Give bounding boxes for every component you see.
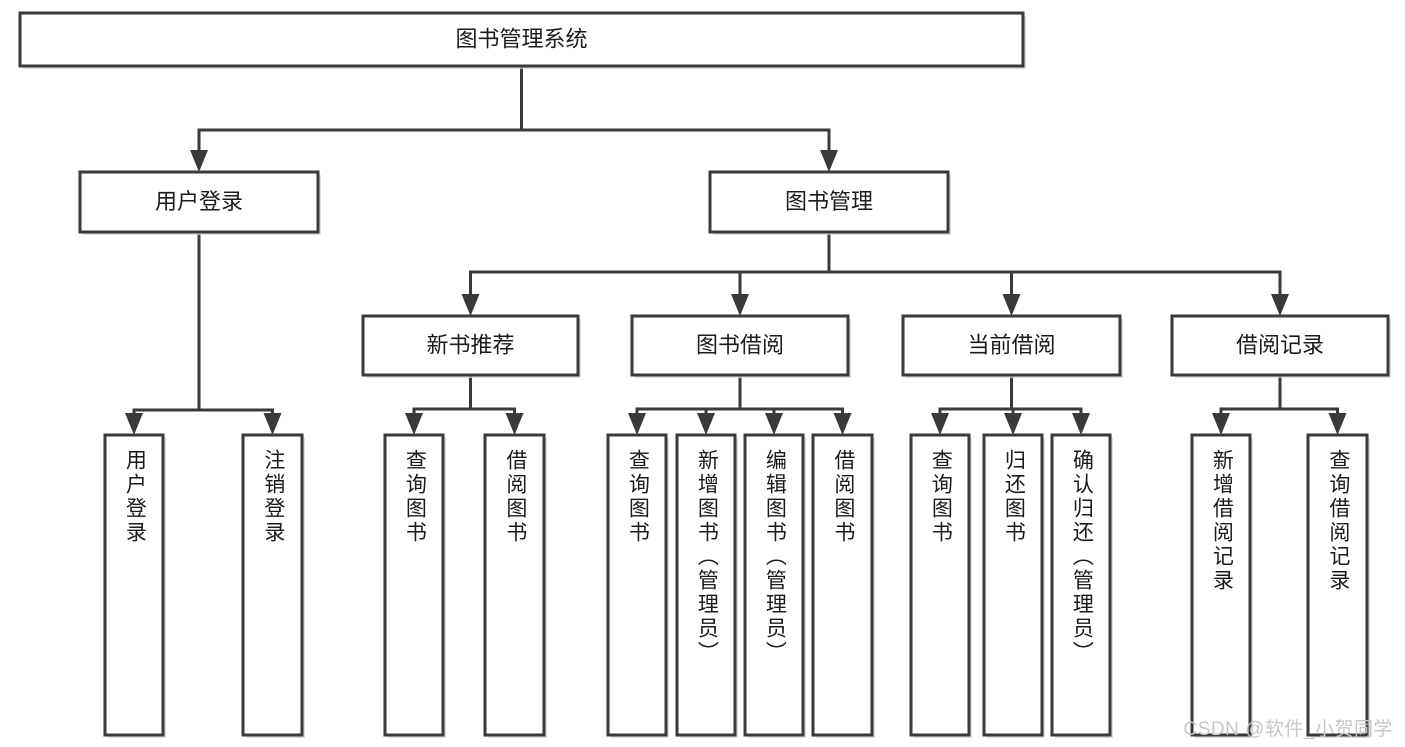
arrow-current-borrow-0 [931, 413, 949, 435]
arrow-borrow-record-1 [1328, 413, 1347, 435]
leaf-leaf-user-logout[interactable] [241, 433, 304, 737]
arrow-new-book-recommend-0 [405, 413, 423, 435]
node-borrow-record-label: 借阅记录 [1236, 332, 1324, 357]
arrow-root-0 [190, 150, 208, 172]
node-root[interactable] [18, 11, 1025, 68]
node-root-label: 图书管理系统 [455, 26, 587, 51]
connector-layer [125, 64, 1347, 435]
arrow-new-book-recommend-1 [505, 413, 524, 435]
leaf-leaf-add-record[interactable] [1190, 433, 1252, 737]
arrow-book-borrow-0 [628, 413, 646, 435]
arrow-root-1 [820, 150, 838, 172]
leaf-leaf-edit-book[interactable] [743, 433, 805, 737]
node-book-borrow[interactable] [630, 314, 850, 377]
arrow-current-borrow-2 [1072, 413, 1090, 435]
node-borrow-record[interactable] [1170, 314, 1390, 377]
arrow-book-management-2 [1002, 294, 1021, 316]
arrow-user-login-0 [125, 413, 143, 435]
leaf-leaf-query-books-current[interactable] [909, 433, 971, 737]
leaf-leaf-user-login[interactable] [103, 433, 165, 737]
leaf-leaf-confirm-return[interactable] [1050, 433, 1112, 737]
csdn-watermark: CSDN @软件_小贺同学 [1183, 719, 1393, 740]
node-user-login[interactable] [78, 170, 320, 234]
arrow-user-login-1 [263, 413, 282, 435]
leaf-leaf-borrow-books-recommend[interactable] [483, 433, 546, 737]
node-current-borrow[interactable] [901, 314, 1122, 377]
arrow-current-borrow-1 [1004, 413, 1022, 435]
box-layer [18, 11, 1391, 738]
node-book-management[interactable] [708, 170, 950, 234]
leaf-leaf-return-book[interactable] [982, 433, 1044, 737]
node-new-book-recommend[interactable] [361, 314, 580, 377]
arrow-book-management-3 [1271, 294, 1289, 316]
leaf-leaf-query-record[interactable] [1306, 433, 1369, 737]
leaf-leaf-query-books-borrow[interactable] [606, 433, 668, 737]
leaf-leaf-add-book[interactable] [675, 433, 737, 737]
node-book-management-label: 图书管理 [785, 189, 873, 214]
leaf-leaf-query-books-recommend[interactable] [383, 433, 445, 737]
arrow-book-management-1 [731, 294, 749, 316]
arrow-book-borrow-2 [765, 413, 783, 435]
arrow-book-management-0 [461, 294, 480, 316]
leaf-leaf-borrow-book[interactable] [811, 433, 874, 737]
node-book-borrow-label: 图书借阅 [696, 332, 784, 357]
arrow-borrow-record-0 [1212, 413, 1230, 435]
node-current-borrow-label: 当前借阅 [967, 332, 1055, 357]
node-new-book-recommend-label: 新书推荐 [426, 332, 514, 357]
arrow-book-borrow-3 [833, 413, 852, 435]
node-user-login-label: 用户登录 [155, 189, 243, 214]
arrow-book-borrow-1 [697, 413, 715, 435]
